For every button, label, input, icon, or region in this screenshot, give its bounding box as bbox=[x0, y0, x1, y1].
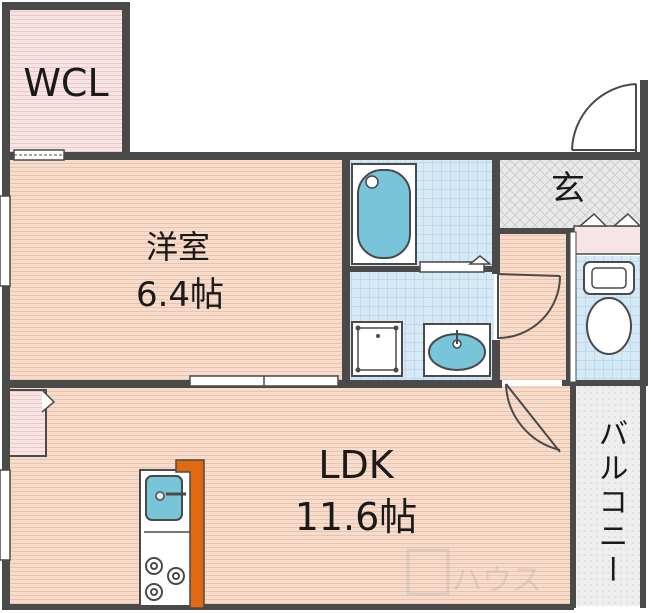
western-room-size: 6.4帖 bbox=[136, 275, 224, 315]
balcony-label: バルコニー bbox=[593, 418, 628, 588]
stove-burners bbox=[145, 557, 185, 601]
western-room-label: 洋室 bbox=[146, 228, 210, 266]
watermark: ハウス bbox=[406, 548, 542, 598]
washing-machine-space bbox=[351, 321, 403, 377]
entrance-label: 玄 bbox=[551, 169, 585, 209]
bathtub bbox=[351, 163, 417, 265]
toilet bbox=[583, 261, 635, 355]
kitchen-counter bbox=[139, 459, 205, 609]
ldk-size: 11.6帖 bbox=[295, 495, 418, 539]
ldk-label: LDK bbox=[318, 443, 394, 487]
western-room-floor bbox=[8, 160, 344, 382]
svg-text:ハウス: ハウス bbox=[452, 563, 542, 598]
wcl-floor bbox=[8, 8, 124, 152]
hall-floor bbox=[500, 232, 568, 380]
doors bbox=[41, 83, 637, 453]
storage-closet bbox=[7, 389, 47, 457]
balcony-floor bbox=[576, 384, 644, 606]
wcl-label: WCL bbox=[23, 61, 108, 105]
wash-basin bbox=[423, 323, 491, 377]
openings bbox=[0, 149, 577, 561]
entrance-step-marks bbox=[467, 212, 642, 265]
shoe-box bbox=[573, 225, 643, 255]
ldk-floor bbox=[8, 386, 574, 606]
